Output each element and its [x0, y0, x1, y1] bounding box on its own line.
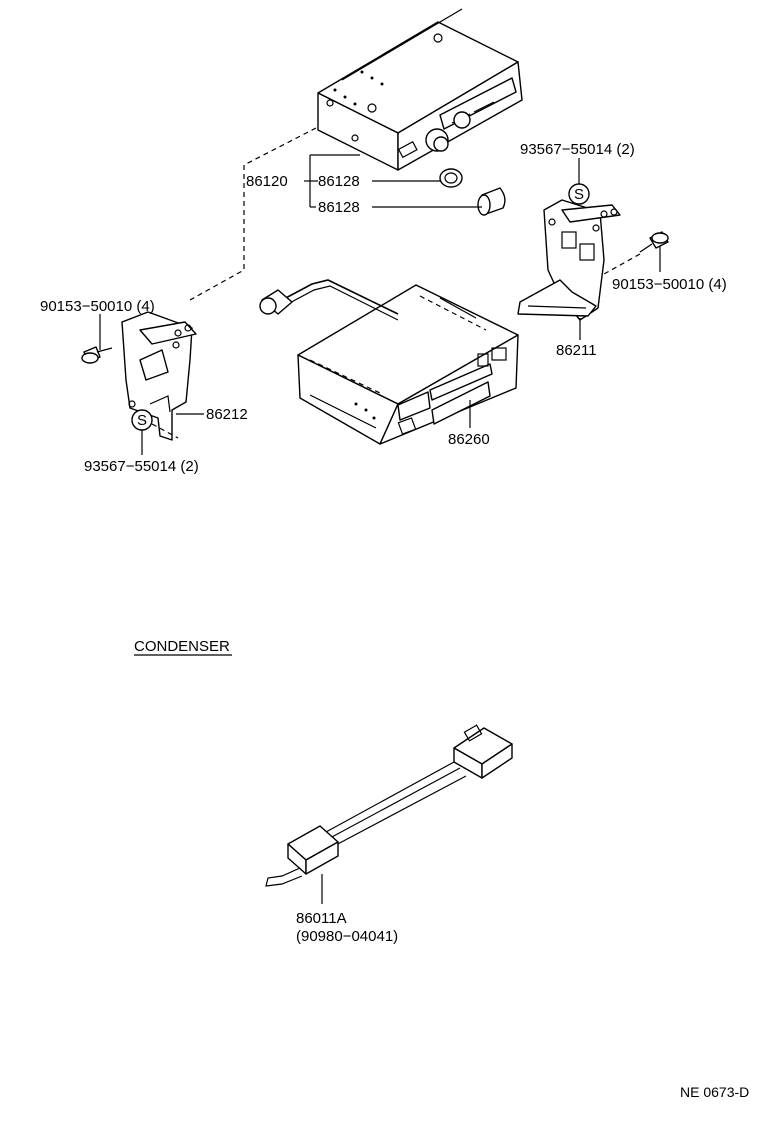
left-bracket-86212-drawing	[121, 311, 197, 441]
dashed-link-left	[189, 127, 317, 301]
dashed-link-right	[603, 253, 641, 275]
right-bracket-86211-drawing	[517, 199, 621, 321]
right-washer-drawing: S	[568, 183, 590, 205]
label-93567-left: 93567−55014 (2)	[84, 458, 199, 475]
condenser-heading: CONDENSER	[134, 638, 230, 655]
left-washer-drawing: S	[131, 409, 153, 431]
label-86212: 86212	[206, 406, 248, 423]
label-93567-right: 93567−55014 (2)	[520, 141, 635, 158]
left-screw-90153-drawing	[81, 346, 113, 364]
knob-86128-lower-drawing	[477, 187, 506, 216]
diagram-code: NE 0673-D	[680, 1084, 749, 1100]
condenser-harness-drawing	[265, 724, 513, 887]
label-86128-lower: 86128	[318, 199, 360, 216]
label-90153-right: 90153−50010 (4)	[612, 276, 727, 293]
label-86128-upper: 86128	[318, 173, 360, 190]
cassette-unit-86260-drawing	[297, 284, 519, 445]
label-90980: (90980−04041)	[296, 928, 398, 945]
label-86011A: 86011A	[296, 910, 347, 927]
right-screw-90153-drawing	[639, 231, 669, 253]
label-86211: 86211	[556, 342, 597, 359]
knob-86128-upper-drawing	[439, 168, 463, 188]
antenna-cable-drawing	[259, 279, 399, 321]
label-90153-left: 90153−50010 (4)	[40, 298, 155, 315]
label-86120: 86120	[246, 173, 288, 190]
label-86260: 86260	[448, 431, 490, 448]
left-washer-mark: S	[137, 412, 147, 429]
leader-lines-86120	[304, 154, 482, 208]
dashed-link-left-washer	[151, 423, 179, 439]
radio-head-unit-drawing	[317, 8, 523, 171]
right-washer-mark: S	[574, 186, 584, 203]
